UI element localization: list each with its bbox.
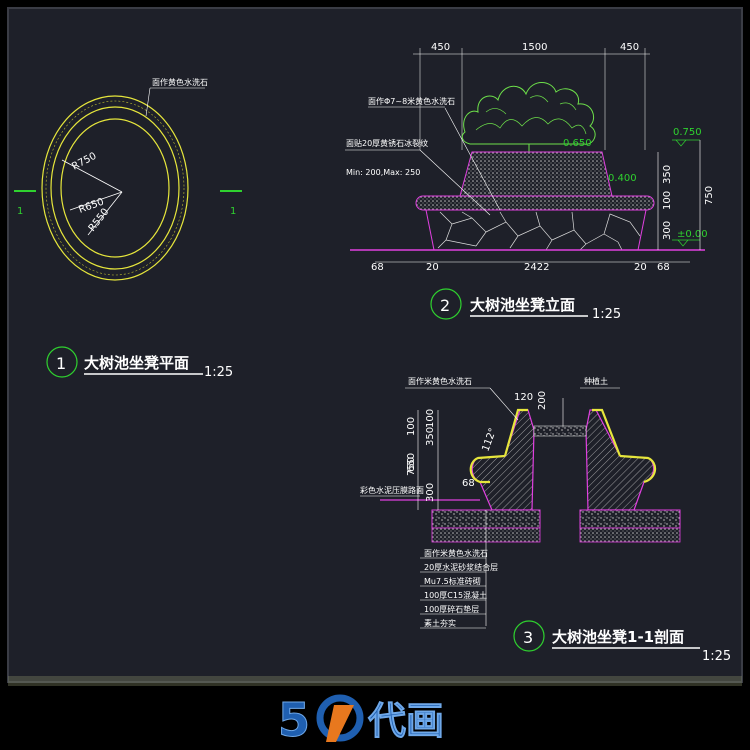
elev-dim-top-2: 1500 [522,42,547,53]
sheet-border-glow [8,676,742,686]
plan-note-finish: 面作黄色水洗石 [152,77,208,87]
section-note-side: 彩色水泥压膜路面 [360,485,424,495]
plan-title-circle [46,346,78,378]
section-layer-3: Mu7.5标准砖砌 [424,576,481,586]
elev-level-650: 0.650 [563,138,592,149]
elev-title-circle [430,288,462,320]
section-seat-left-cap [469,454,506,484]
section-title-num: 3 [523,628,533,647]
elev-tree-canopy [461,82,596,145]
plan-scale: 1:25 [204,365,233,380]
section-seat-right-cap [592,408,657,484]
elev-dim-bottom-5: 68 [657,262,670,273]
section-layer-1: 面作米黄色水洗石 [424,548,488,558]
section-title: 大树池坐凳1-1剖面 [552,628,684,646]
plan-title: 大树池坐凳平面 [84,354,189,372]
elevation-view: 450 1500 450 面作Φ7~8米黄色水洗石 面贴20厚黄锈石冰裂纹 Mi… [345,42,715,322]
section-dim-68: 68 [462,478,475,489]
logo-ring [316,694,364,742]
plan-leader [145,87,151,117]
plan-ring-mid [50,106,180,270]
plan-ring-outer [41,95,189,281]
elev-level-400: 0.400 [608,173,637,184]
elev-stone-pattern [437,211,641,251]
elev-note-mid-2: Min: 200,Max: 250 [346,168,420,177]
elev-level-mark-000 [672,239,700,247]
section-seat-left-back [503,408,528,457]
elev-note-top: 面作Φ7~8米黄色水洗石 [368,96,455,106]
elev-note-mid-1: 面贴20厚黄锈石冰裂纹 [346,138,428,148]
elev-level-mark-750 [672,139,700,147]
section-layer-6: 素土夯实 [424,618,456,628]
section-dim-left-5: 100 [406,417,417,436]
section-layer-5: 100厚碎石垫层 [424,604,479,614]
elev-seat-ledge [415,195,655,211]
elev-dim-bottom-2: 20 [426,262,439,273]
elev-leader-1 [444,107,501,211]
section-dim-left-1: 100 [425,409,436,428]
elev-seat-top [459,151,613,197]
elev-tree-foliage-2 [485,95,577,115]
section-dim-120: 120 [514,392,533,403]
section-dim-200: 200 [537,391,548,410]
section-dim-left-4: 300 [425,483,436,502]
elev-scale: 1:25 [592,307,621,322]
elev-title: 大树池坐凳立面 [470,296,575,314]
drawing-sheet [7,7,743,683]
section-dim-left-2: 350 [425,427,436,446]
watermark-logo: 5 代画 [278,693,445,748]
section-note-soil: 种植土 [584,376,608,386]
elev-dim-top-3: 450 [620,42,639,53]
section-footing-right [579,509,681,529]
elev-level-750: 0.750 [673,127,702,138]
elev-tree-foliage-1 [475,117,587,135]
section-note-top-leader [489,387,519,421]
plan-radius-550 [87,191,123,236]
elev-dim-right-1: 350 [662,165,673,184]
section-dim-left-3: 650 [406,453,417,472]
elev-leader-2 [419,149,491,216]
section-scale: 1:25 [702,649,731,664]
section-dim-total: 750 [406,457,417,476]
plan-axis-left: 1 [17,206,23,217]
section-layer-4: 100厚C15混凝土 [424,590,487,600]
logo-slash [326,705,354,742]
plan-axis-right: 1 [230,206,236,217]
plan-radius-650 [69,191,123,211]
plan-ring-inner [60,118,170,258]
elev-dim-right-2: 100 [662,191,673,210]
logo-text: 代画 [368,699,444,743]
section-title-circle [513,620,545,652]
section-layer-list: 面作米黄色水洗石 20厚水泥砂浆结合层 Mu7.5标准砖砌 100厚C15混凝土… [420,548,498,629]
elev-dim-bottom-3: 2422 [524,262,549,273]
section-note-top: 面作米黄色水洗石 [408,376,472,386]
elev-dim-total: 750 [704,186,715,205]
plan-title-num: 1 [56,354,66,373]
elev-stone-wall [425,209,647,251]
logo-digit: 5 [278,693,310,747]
section-soil-top [533,425,587,437]
section-layer-2: 20厚水泥砂浆结合层 [424,562,498,572]
elev-dim-top-1: 450 [431,42,450,53]
elev-title-num: 2 [440,296,450,315]
elev-dim-right-3: 300 [662,221,673,240]
elev-level-000: ±0.00 [677,229,708,240]
elev-dim-bottom-4: 20 [634,262,647,273]
plan-ring-hatch [45,100,185,276]
section-gravel-right [579,527,681,543]
elev-dim-bottom-1: 68 [371,262,384,273]
plan-radius-750 [61,159,123,193]
